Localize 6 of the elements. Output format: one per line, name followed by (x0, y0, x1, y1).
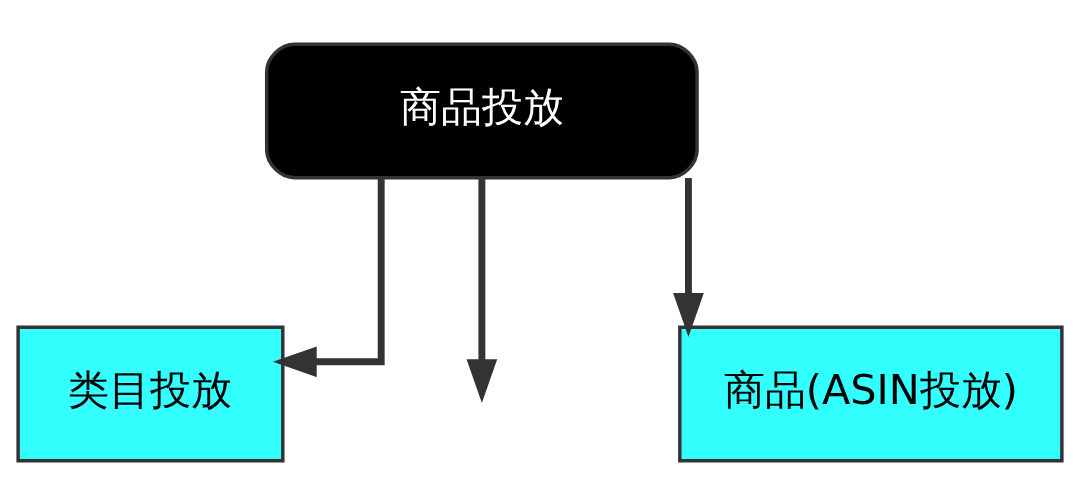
node-box: 商品投放 (264, 42, 699, 179)
arrow (673, 177, 704, 337)
arrow (272, 177, 385, 377)
arrow (466, 177, 498, 403)
node-box: 商品(ASIN投放) (678, 325, 1064, 462)
node-box: 类目投放 (16, 325, 285, 462)
